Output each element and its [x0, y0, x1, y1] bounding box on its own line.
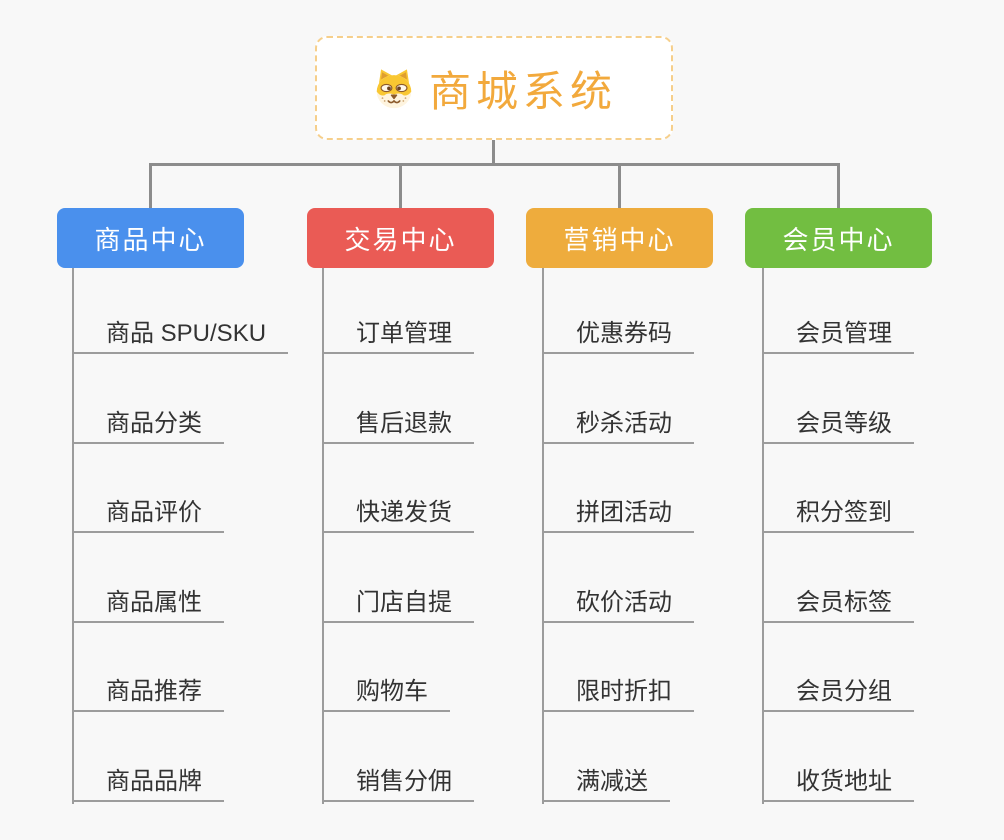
leaf-node[interactable]: 商品属性 [72, 589, 224, 623]
leaf-node[interactable]: 限时折扣 [542, 678, 694, 712]
connector-drop-member [837, 163, 840, 208]
leaf-node[interactable]: 订单管理 [322, 320, 474, 354]
leaf-node[interactable]: 积分签到 [762, 499, 914, 533]
connector-bus [149, 163, 840, 166]
leaf-node[interactable]: 满减送 [542, 768, 670, 802]
leaf-node[interactable]: 拼团活动 [542, 499, 694, 533]
leaf-node[interactable]: 门店自提 [322, 589, 474, 623]
leaf-node[interactable]: 会员管理 [762, 320, 914, 354]
branch-node-member-center[interactable]: 会员中心 [745, 208, 932, 268]
leaf-node[interactable]: 商品品牌 [72, 768, 224, 802]
connector-drop-product [149, 163, 152, 208]
branch-node-marketing-center[interactable]: 营销中心 [526, 208, 713, 268]
root-node[interactable]: 商城系统 [315, 36, 673, 140]
connector-drop-trade [399, 163, 402, 208]
leaf-node[interactable]: 砍价活动 [542, 589, 694, 623]
leaf-node[interactable]: 商品推荐 [72, 678, 224, 712]
leaf-node[interactable]: 会员标签 [762, 589, 914, 623]
leaf-node[interactable]: 会员等级 [762, 410, 914, 444]
leaf-node[interactable]: 收货地址 [762, 768, 914, 802]
dog-face-icon [371, 66, 417, 110]
leaf-node[interactable]: 优惠券码 [542, 320, 694, 354]
trunk-marketing-center [542, 268, 544, 804]
leaf-node[interactable]: 购物车 [322, 678, 450, 712]
root-title: 商城系统 [428, 67, 617, 115]
connector-root-stub [492, 140, 495, 166]
leaf-node[interactable]: 商品分类 [72, 410, 224, 444]
leaf-node[interactable]: 商品 SPU/SKU [72, 320, 289, 354]
leaf-node[interactable]: 商品评价 [72, 499, 224, 533]
branch-node-product-center[interactable]: 商品中心 [57, 208, 244, 268]
trunk-product-center [72, 268, 74, 804]
leaf-node[interactable]: 售后退款 [322, 410, 474, 444]
trunk-trade-center [322, 268, 324, 804]
branch-node-trade-center[interactable]: 交易中心 [307, 208, 494, 268]
trunk-member-center [762, 268, 764, 804]
leaf-node[interactable]: 销售分佣 [322, 768, 474, 802]
leaf-node[interactable]: 快递发货 [322, 499, 474, 533]
leaf-node[interactable]: 秒杀活动 [542, 410, 694, 444]
connector-drop-marketing [618, 163, 621, 208]
leaf-node[interactable]: 会员分组 [762, 678, 914, 712]
